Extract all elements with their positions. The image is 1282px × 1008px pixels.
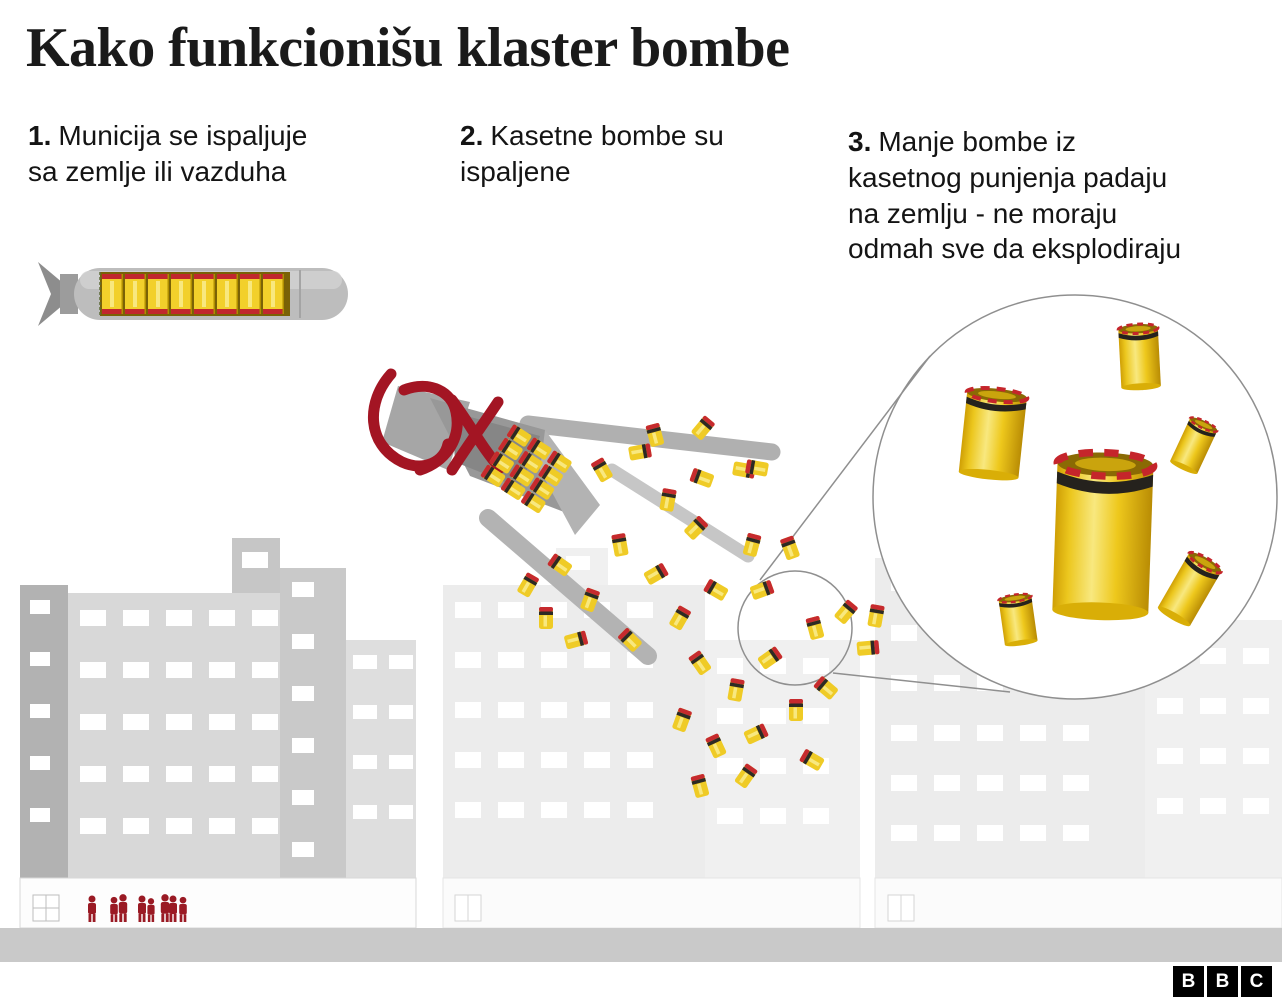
- step-2-line-1: 2.Kasetne bombe su: [460, 118, 830, 154]
- ground-strip: [0, 928, 1282, 962]
- step-3-line-2: kasetnog punjenja padaju: [848, 161, 1168, 193]
- step-1-number: 1.: [28, 120, 52, 151]
- step-3-line-3: na zemlju - ne moraju: [848, 197, 1118, 229]
- step-1: 1.Municija se ispaljuje sa zemlje ili va…: [28, 118, 438, 190]
- step-2-text: Kasetne bombe su: [490, 120, 724, 151]
- magnifier-source-circle: [737, 570, 853, 686]
- step-3-text: Manje bombe iz: [878, 126, 1077, 157]
- cluster-bomb-icon: [38, 262, 348, 326]
- step-1-text: Municija se ispaljuje: [58, 120, 308, 151]
- city-buildings-left: [19, 538, 417, 930]
- step-3-number: 3.: [848, 126, 872, 157]
- page-title: Kako funkcionišu klaster bombe: [26, 17, 790, 79]
- bbc-logo: B B C: [1173, 966, 1272, 997]
- step-2: 2.Kasetne bombe su ispaljene: [460, 118, 830, 190]
- bbc-logo-block-2: B: [1207, 966, 1238, 997]
- city-buildings-center: [442, 548, 861, 929]
- step-1-line-2: sa zemlje ili vazduha: [28, 155, 287, 187]
- bbc-logo-block-1: B: [1173, 966, 1204, 997]
- step-3-line-1: 3.Manje bombe iz: [848, 124, 1282, 160]
- step-1-line-1: 1.Municija se ispaljuje: [28, 118, 438, 154]
- bbc-logo-block-3: C: [1241, 966, 1272, 997]
- step-2-line-2: ispaljene: [460, 155, 571, 187]
- step-3: 3.Manje bombe iz kasetnog punjenja padaj…: [848, 124, 1282, 267]
- step-3-line-4: odmah sve da eksplodiraju: [848, 233, 1182, 265]
- step-2-number: 2.: [460, 120, 484, 151]
